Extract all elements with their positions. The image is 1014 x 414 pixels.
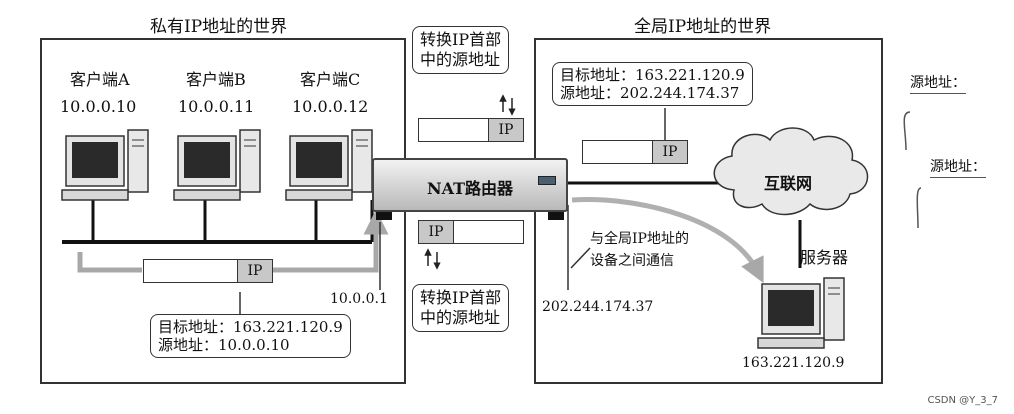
- computer-icon: [61, 129, 149, 201]
- private-packet-callout: 目标地址：163.221.120.9 源地址：10.0.0.10: [150, 314, 351, 358]
- callout-src: 源地址：10.0.0.10: [158, 336, 290, 354]
- convert-bottom-line2: 中的源地址: [420, 308, 501, 327]
- callout-src: 源地址：202.244.174.37: [560, 84, 740, 102]
- client-a-ip: 10.0.0.10: [60, 97, 137, 116]
- client-a-label: 客户端A: [70, 70, 130, 89]
- watermark: CSDN @Y_3_7: [927, 395, 998, 406]
- router-icon: NAT路由器: [372, 158, 568, 220]
- global-packet: IP: [582, 140, 688, 164]
- router-port: [538, 176, 556, 185]
- client-c-ip: 10.0.0.12: [292, 97, 369, 116]
- client-b-label: 客户端B: [186, 70, 246, 89]
- convert-top-callout: 转换IP首部 中的源地址: [412, 26, 510, 74]
- convert-top-line1: 转换IP首部: [420, 30, 502, 49]
- packet-ip-header: IP: [488, 119, 523, 141]
- router-label: NAT路由器: [426, 179, 514, 198]
- side-fragment-label-2: 源地址：: [930, 160, 986, 178]
- router-lan-ip: 10.0.0.1: [330, 291, 388, 307]
- router-foot: [376, 212, 392, 220]
- private-packet: IP: [143, 259, 273, 283]
- packet-ip-header: IP: [419, 221, 454, 243]
- router-foot: [548, 212, 564, 220]
- router-bottom-packet: IP: [418, 220, 524, 244]
- convert-top-line2: 中的源地址: [420, 50, 501, 69]
- callout-dest: 目标地址：163.221.120.9: [560, 66, 745, 84]
- global-world-title: 全局IP地址的世界: [634, 17, 772, 37]
- convert-bottom-line1: 转换IP首部: [420, 288, 502, 307]
- packet-ip-header: IP: [652, 141, 687, 163]
- convert-bottom-callout: 转换IP首部 中的源地址: [412, 284, 510, 332]
- server-ip: 163.221.120.9: [742, 355, 845, 371]
- router-wan-ip: 202.244.174.37: [542, 299, 654, 315]
- private-world-title: 私有IP地址的世界: [150, 17, 288, 37]
- packet-ip-header: IP: [237, 260, 272, 282]
- router-top-packet: IP: [418, 118, 524, 142]
- comm-note-line1: 与全局IP地址的: [590, 231, 689, 247]
- side-fragment-label-1: 源地址：: [910, 76, 966, 94]
- client-c-label: 客户端C: [300, 70, 361, 89]
- computer-icon: [285, 129, 373, 201]
- internet-label: 互联网: [764, 174, 813, 193]
- comm-note-line2: 设备之间通信: [590, 253, 674, 269]
- cloud-icon: [713, 127, 869, 216]
- callout-dest: 目标地址：163.221.120.9: [158, 318, 343, 336]
- computer-icon: [173, 129, 261, 201]
- client-b-ip: 10.0.0.11: [178, 97, 255, 116]
- server-label: 服务器: [800, 248, 849, 267]
- global-packet-callout: 目标地址：163.221.120.9 源地址：202.244.174.37: [552, 62, 753, 106]
- server-icon: [757, 277, 845, 349]
